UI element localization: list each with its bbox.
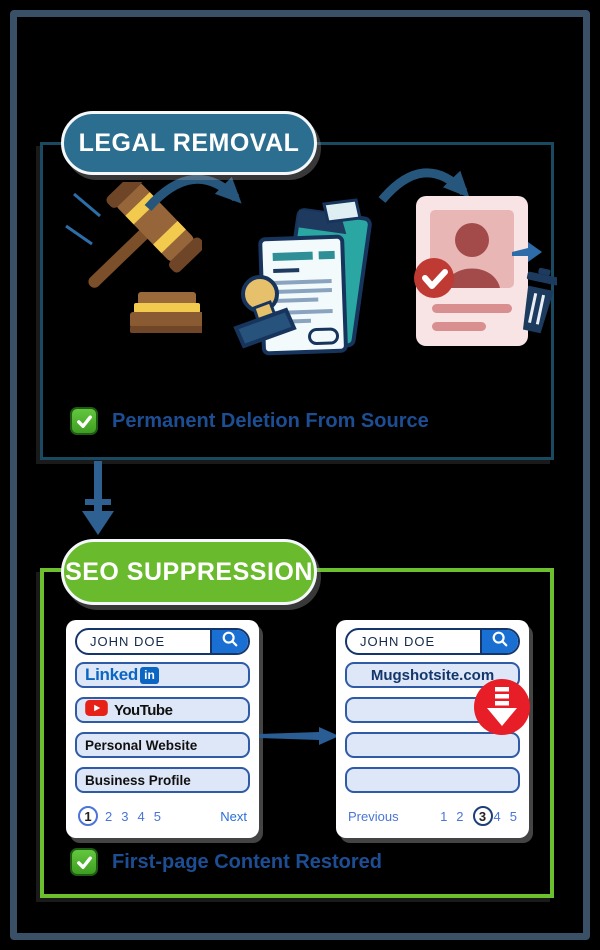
result-label: Mugshotsite.com: [370, 666, 495, 684]
curved-arrow-icon: [142, 164, 252, 224]
result-row-linkedin[interactable]: Linked in: [75, 662, 250, 688]
search-bar[interactable]: JOHN DOE: [75, 628, 250, 655]
stamped-document-icon: [228, 188, 378, 360]
page-number-current[interactable]: 1: [78, 806, 98, 826]
search-bar[interactable]: JOHN DOE: [345, 628, 520, 655]
page-number[interactable]: 4: [137, 808, 145, 824]
page-number-current[interactable]: 3: [472, 806, 493, 826]
page-number[interactable]: 1: [440, 808, 448, 824]
page-number[interactable]: 5: [509, 808, 517, 824]
page-number[interactable]: 2: [105, 808, 113, 824]
youtube-logo: YouTube: [114, 701, 173, 719]
trash-icon: [522, 267, 560, 334]
checkmark-icon: [70, 407, 98, 435]
push-down-icon: [473, 678, 531, 736]
page-number[interactable]: 4: [493, 808, 501, 824]
seo-suppression-badge: SEO SUPPRESSION: [61, 539, 317, 605]
legal-removal-badge: LEGAL REMOVAL: [61, 111, 317, 175]
legal-caption-row: Permanent Deletion From Source: [70, 407, 429, 435]
pagination: Previous 1 2 3 4 5: [348, 804, 517, 828]
search-button[interactable]: [210, 630, 248, 653]
seo-caption: First-page Content Restored: [112, 850, 383, 873]
search-icon: [491, 630, 509, 653]
outer-frame: [10, 10, 590, 940]
seo-caption-row: First-page Content Restored: [70, 848, 382, 876]
checkmark-icon: [70, 848, 98, 876]
search-input[interactable]: JOHN DOE: [90, 634, 166, 649]
results-list: Linked in YouTube Personal Website Busin…: [75, 662, 250, 793]
profile-removed-icon: [402, 192, 560, 352]
next-link[interactable]: Next: [220, 808, 247, 824]
linkedin-logo: Linked: [85, 665, 138, 684]
linkedin-badge-icon: in: [140, 666, 159, 684]
seo-suppression-title: SEO SUPPRESSION: [65, 557, 313, 586]
curved-arrow-icon: [376, 160, 480, 218]
previous-link[interactable]: Previous: [348, 808, 399, 824]
search-input[interactable]: JOHN DOE: [360, 634, 436, 649]
result-label: Personal Website: [85, 737, 198, 753]
legal-caption: Permanent Deletion From Source: [112, 409, 429, 432]
search-results-card-after: JOHN DOE Mugshotsite.com: [336, 620, 531, 838]
down-arrow-icon: [78, 461, 118, 537]
page-number[interactable]: 2: [456, 808, 464, 824]
gavel-icon: [52, 172, 205, 342]
result-row-empty: [345, 732, 520, 758]
search-icon: [221, 630, 239, 653]
search-results-card-before: JOHN DOE Linked in: [66, 620, 259, 838]
page-number[interactable]: 3: [121, 808, 129, 824]
result-row-empty: [345, 767, 520, 793]
result-row-business-profile[interactable]: Business Profile: [75, 767, 250, 793]
legal-removal-title: LEGAL REMOVAL: [78, 128, 300, 157]
page-numbers: 1 2 3 4 5: [431, 806, 517, 826]
search-button[interactable]: [480, 630, 518, 653]
results-list: Mugshotsite.com: [345, 662, 520, 793]
right-arrow-icon: [259, 725, 341, 747]
result-row-youtube[interactable]: YouTube: [75, 697, 250, 723]
pagination: 1 2 3 4 5 Next: [78, 804, 247, 828]
result-row-personal-website[interactable]: Personal Website: [75, 732, 250, 758]
result-label: Business Profile: [85, 772, 191, 788]
youtube-play-icon: [85, 699, 108, 721]
page-number[interactable]: 5: [153, 808, 161, 824]
